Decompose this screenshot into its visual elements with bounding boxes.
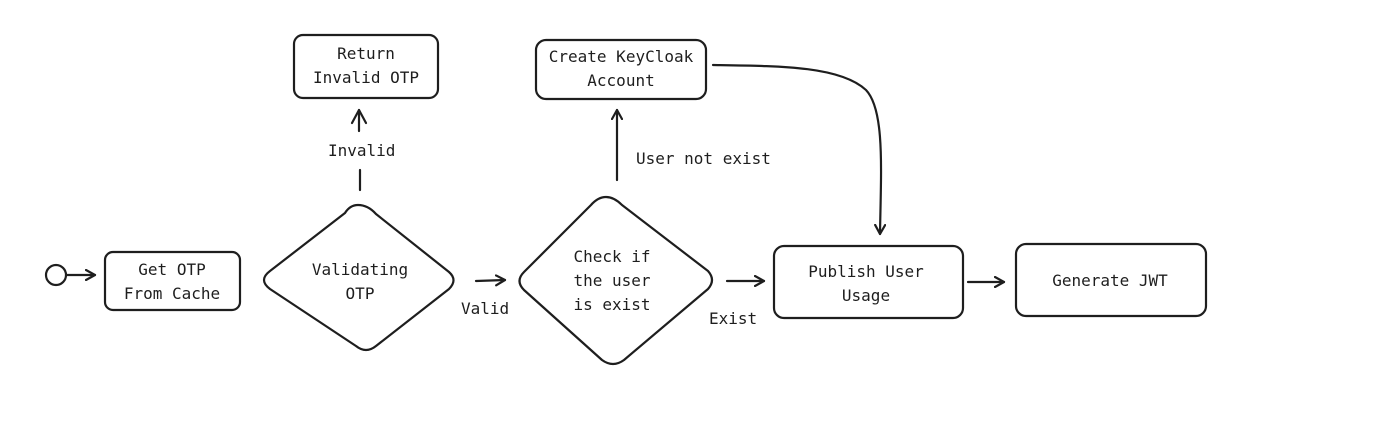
get-otp-label-line2: From Cache [124, 284, 220, 303]
return-invalid-label-line2: Invalid OTP [313, 68, 419, 87]
get-otp-node: Get OTP From Cache [103, 250, 242, 312]
edge-label-invalid: Invalid [328, 141, 395, 160]
start-node [44, 263, 68, 287]
validating-otp-label-line1: Validating [312, 260, 408, 279]
create-keycloak-label-line2: Account [587, 71, 654, 90]
generate-jwt-label: Generate JWT [1052, 271, 1168, 290]
edge-label-exist: Exist [709, 309, 757, 328]
return-invalid-otp-node: Return Invalid OTP [292, 33, 440, 100]
get-otp-label-line1: Get OTP [138, 260, 205, 279]
check-user-label-line2: the user [573, 271, 650, 290]
return-invalid-label-line1: Return [337, 44, 395, 63]
create-keycloak-label-line1: Create KeyCloak [549, 47, 694, 66]
arrow-validating-to-check [474, 280, 507, 281]
publish-usage-node: Publish User Usage [772, 244, 965, 320]
create-keycloak-node: Create KeyCloak Account [534, 38, 708, 101]
edge-label-user-not-exist: User not exist [636, 149, 771, 168]
arrow-create-to-publish [711, 63, 881, 236]
check-user-label-line3: is exist [573, 295, 650, 314]
check-user-decision: Check if the user is exist [518, 195, 714, 366]
arrow-validating-to-invalid [350, 108, 368, 192]
edge-label-valid: Valid [461, 299, 509, 318]
validating-otp-decision: Validating OTP [262, 203, 455, 352]
publish-usage-label-line1: Publish User [808, 262, 924, 281]
validating-otp-label-line2: OTP [346, 284, 375, 303]
publish-usage-label-line2: Usage [842, 286, 890, 305]
check-user-label-line1: Check if [573, 247, 650, 266]
generate-jwt-node: Generate JWT [1014, 242, 1208, 318]
